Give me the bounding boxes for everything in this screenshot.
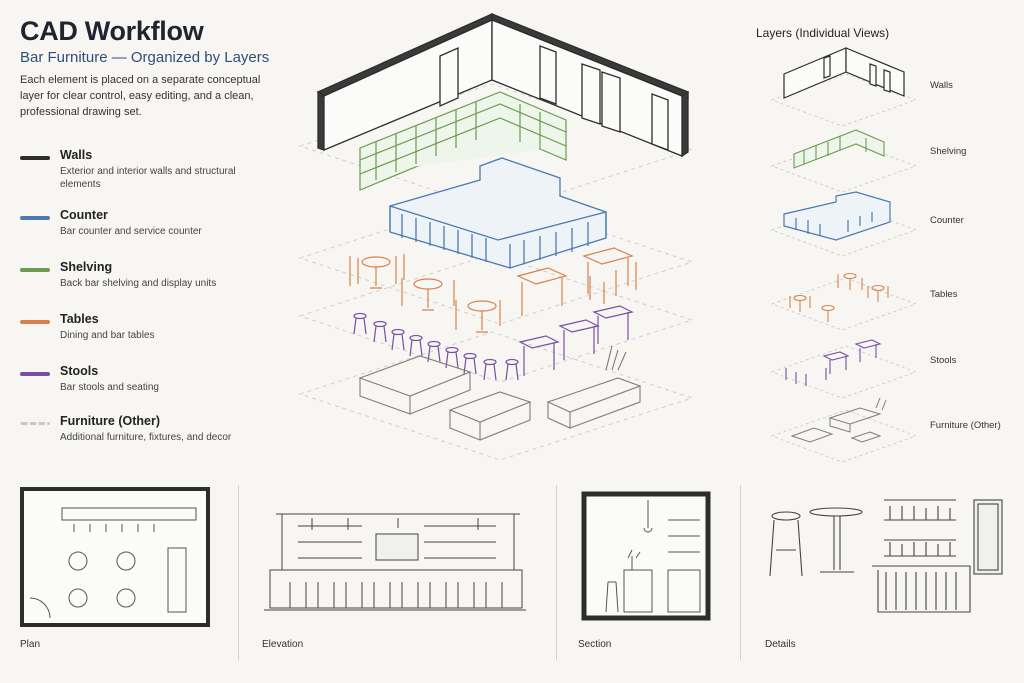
page-subtitle: Bar Furniture — Organized by Layers <box>20 49 270 66</box>
legend-name: Tables <box>60 312 99 326</box>
legend-desc: Additional furniture, fixtures, and deco… <box>60 432 232 443</box>
view-divider <box>556 485 557 660</box>
tables-layer <box>349 247 637 333</box>
legend-walls: Walls Exterior and interior walls and st… <box>20 148 270 194</box>
stools-layer <box>353 305 634 381</box>
shelving-mini <box>793 129 885 169</box>
walls-swatch <box>20 156 50 160</box>
label-section: Section <box>578 639 612 650</box>
stools-swatch <box>20 372 50 376</box>
legend-desc: Dining and bar tables <box>60 330 155 341</box>
tables-mini <box>789 272 889 322</box>
counter-mini <box>783 191 891 241</box>
furniture-other-layer <box>358 345 642 441</box>
label-elevation: Elevation <box>262 639 304 650</box>
walls-mini <box>783 47 905 99</box>
legend-tables: Tables Dining and bar tables <box>20 312 270 358</box>
view-divider <box>238 485 239 660</box>
counter-swatch <box>20 216 50 220</box>
side-title: Layers (Individual Views) <box>756 26 890 40</box>
legend-name: Stools <box>60 364 99 378</box>
legend-desc: Back bar shelving and display units <box>60 278 217 289</box>
side-label-furniture: Furniture (Other) <box>930 420 1001 431</box>
walls-layer <box>316 12 689 158</box>
legend-shelving: Shelving Back bar shelving and display u… <box>20 260 270 306</box>
furniture-swatch <box>20 422 50 425</box>
individual-layer-views <box>770 47 918 463</box>
details-view <box>769 499 1003 613</box>
legend-furniture-other: Furniture (Other) Additional furniture, … <box>20 414 270 460</box>
legend-counter: Counter Bar counter and service counter <box>20 208 270 254</box>
shelving-layer <box>359 91 567 191</box>
side-label-stools: Stools <box>930 355 957 366</box>
section-view <box>581 491 711 621</box>
label-plan: Plan <box>20 639 41 650</box>
elevation-view <box>264 513 526 611</box>
furniture-mini <box>790 397 887 443</box>
legend-stools: Stools Bar stools and seating <box>20 364 270 410</box>
intro-text: Each element is placed on a separate con… <box>20 74 261 118</box>
side-label-walls: Walls <box>930 80 953 91</box>
shelving-swatch <box>20 268 50 272</box>
side-label-shelving: Shelving <box>930 146 967 157</box>
side-label-tables: Tables <box>930 289 958 300</box>
legend-desc: Exterior and interior walls and structur… <box>60 166 236 190</box>
legend-desc: Bar stools and seating <box>60 382 159 393</box>
label-details: Details <box>765 639 796 650</box>
legend-name: Shelving <box>60 260 113 274</box>
legend-name: Counter <box>60 208 108 222</box>
view-divider <box>740 485 741 660</box>
counter-layer <box>389 157 607 269</box>
tables-swatch <box>20 320 50 324</box>
legend-name: Walls <box>60 148 93 162</box>
page-title: CAD Workflow <box>20 16 204 46</box>
side-label-counter: Counter <box>930 215 964 226</box>
legend-name: Furniture (Other) <box>60 414 160 428</box>
plan-view <box>20 487 210 627</box>
exploded-layer-diagram <box>298 12 694 461</box>
legend-desc: Bar counter and service counter <box>60 226 202 237</box>
stools-mini <box>785 339 882 386</box>
